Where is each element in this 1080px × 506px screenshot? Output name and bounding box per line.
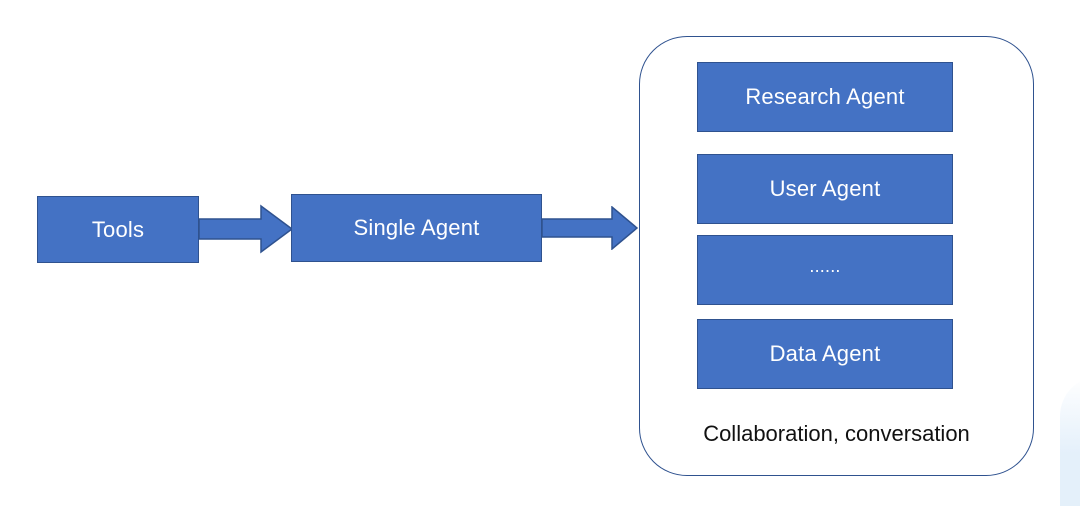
node-user-agent-label: User Agent: [769, 176, 881, 201]
node-data-agent-label: Data Agent: [769, 341, 881, 366]
arrow-single-agent-to-group: [542, 206, 638, 250]
node-user-agent: User Agent: [697, 154, 953, 224]
node-ellipsis: ......: [697, 235, 953, 305]
corner-decoration: [1060, 376, 1080, 506]
node-tools: Tools: [37, 196, 199, 263]
node-single-agent-label: Single Agent: [353, 215, 480, 240]
node-research-agent-label: Research Agent: [745, 84, 905, 109]
arrow-tools-to-single-agent: [199, 204, 294, 254]
node-data-agent: Data Agent: [697, 319, 953, 389]
group-caption: Collaboration, conversation: [703, 421, 970, 446]
node-single-agent: Single Agent: [291, 194, 542, 262]
node-tools-label: Tools: [91, 216, 145, 242]
node-research-agent: Research Agent: [697, 62, 953, 132]
node-ellipsis-label: ......: [809, 255, 841, 276]
